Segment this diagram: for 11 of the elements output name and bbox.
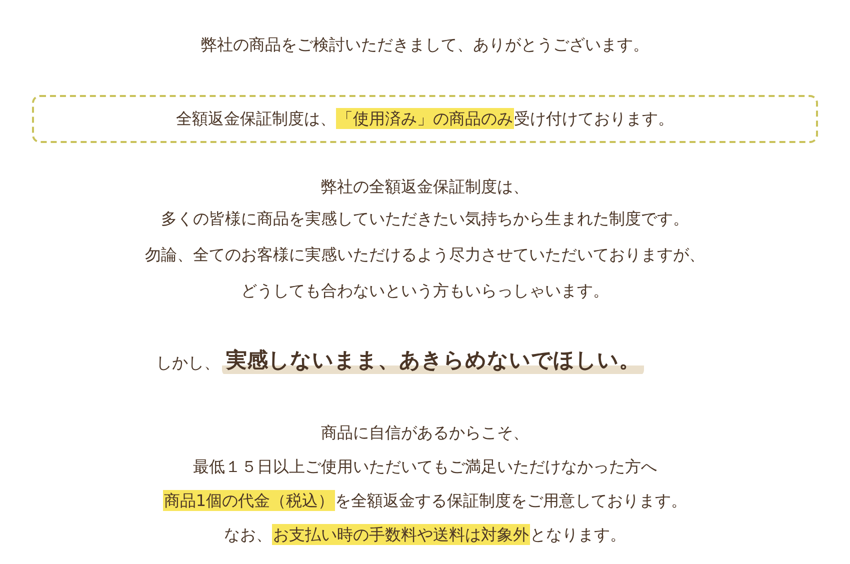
text-line: 勿論、全てのお客様に実感いただけるよう尽力させていただいておりますが、 <box>145 245 705 264</box>
text-line: 商品に自信があるからこそ、 <box>321 423 529 442</box>
text-line: 弊社の商品をご検討いただきまして、ありがとうございます。 <box>201 35 649 54</box>
text-line: 商品1個の代金（税込）を全額返金する保証制度をご用意しております。 <box>162 490 688 511</box>
notice-box <box>32 95 818 143</box>
text-line: 最低１５日以上ご使用いただいてもご満足いただけなかった方へ <box>193 457 657 476</box>
text-line: どうしても合わないという方もいらっしゃいます。 <box>241 281 609 300</box>
text-line: 多くの皆様に商品を実感していただきたい気持ちから生まれた制度です。 <box>161 209 689 228</box>
text-line: 弊社の全額返金保証制度は、 <box>321 177 529 196</box>
notice-text: 全額返金保証制度は、「使用済み」の商品のみ受け付けております。 <box>176 108 674 130</box>
text-line: しかし、 <box>156 353 220 372</box>
